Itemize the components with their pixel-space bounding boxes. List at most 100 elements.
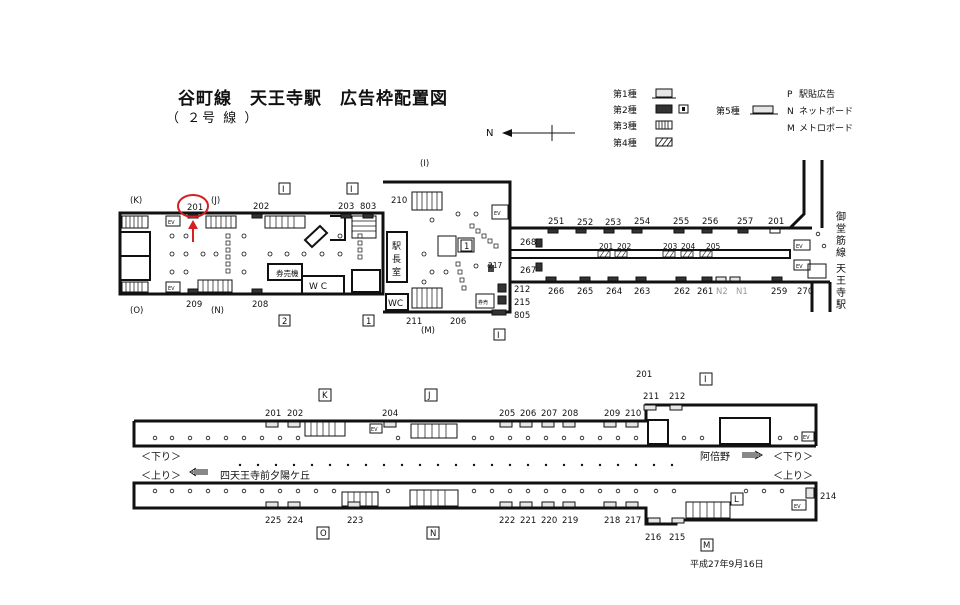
direction-station-right: 阿倍野 <box>700 450 730 463</box>
svg-text:216: 216 <box>645 533 661 543</box>
svg-text:268: 268 <box>520 238 536 248</box>
svg-text:203: 203 <box>663 242 678 251</box>
svg-text:205: 205 <box>499 409 515 419</box>
svg-text:264: 264 <box>606 287 622 297</box>
svg-text:215: 215 <box>669 533 685 543</box>
direction-station-left: 四天王寺前夕陽ケ丘 <box>220 469 310 482</box>
legend-type2-swatch <box>655 104 673 114</box>
svg-text:EV: EV <box>168 286 175 292</box>
highlight-marker <box>177 194 209 242</box>
wc-label-1: W C <box>309 282 327 292</box>
legend-type5: 第5種 <box>716 105 740 117</box>
svg-text:251: 251 <box>548 217 564 227</box>
arrow-left-icon <box>189 467 208 477</box>
svg-text:メトロボード: メトロボード <box>799 123 853 134</box>
svg-text:N2: N2 <box>716 287 728 297</box>
svg-text:EV: EV <box>794 504 801 510</box>
svg-text:206: 206 <box>520 409 536 419</box>
svg-text:219: 219 <box>562 516 578 526</box>
svg-text:224: 224 <box>287 516 303 526</box>
svg-text:205: 205 <box>706 242 721 251</box>
legend-type5-swatch <box>752 105 774 114</box>
legend-type4: 第4種 <box>613 137 637 149</box>
svg-text:212: 212 <box>669 392 685 402</box>
svg-text:室: 室 <box>392 266 401 278</box>
svg-text:207: 207 <box>541 409 557 419</box>
svg-text:201: 201 <box>265 409 281 419</box>
svg-text:2: 2 <box>282 317 287 327</box>
svg-text:212: 212 <box>514 285 530 295</box>
svg-text:259: 259 <box>771 287 787 297</box>
svg-text:214: 214 <box>820 492 836 502</box>
svg-text:266: 266 <box>548 287 564 297</box>
svg-text:217: 217 <box>625 516 641 526</box>
svg-text:(I): (I) <box>420 159 429 169</box>
svg-text:王: 王 <box>836 276 846 287</box>
svg-text:211: 211 <box>643 392 659 402</box>
platform-plan: EV EV EV <box>132 370 836 552</box>
svg-text:1: 1 <box>464 242 469 252</box>
svg-text:265: 265 <box>577 287 593 297</box>
svg-text:EV: EV <box>168 220 175 226</box>
concourse-plan: 券売機 W C EV EV 駅 長 室 WC <box>118 159 846 341</box>
svg-text:N: N <box>787 107 794 117</box>
svg-text:262: 262 <box>674 287 690 297</box>
map-subtitle: （ ２号 線 ） <box>166 110 259 126</box>
svg-text:EV: EV <box>494 211 501 217</box>
concourse-ads <box>187 213 783 316</box>
arrow-up-icon <box>188 220 198 229</box>
svg-text:261: 261 <box>697 287 713 297</box>
svg-text:(O): (O) <box>130 306 143 316</box>
svg-text:223: 223 <box>347 516 363 526</box>
svg-text:257: 257 <box>737 217 753 227</box>
svg-text:ネットボード: ネットボード <box>799 106 853 117</box>
svg-text:L: L <box>734 495 739 505</box>
svg-text:(M): (M) <box>421 326 435 336</box>
svg-text:EV: EV <box>796 244 803 250</box>
revision-date: 平成27年9月16日 <box>690 558 764 570</box>
svg-text:K: K <box>322 391 328 401</box>
svg-text:206: 206 <box>450 317 466 327</box>
svg-text:駅貼広告: 駅貼広告 <box>799 88 835 100</box>
svg-text:券売機: 券売機 <box>276 268 299 278</box>
arrow-right-icon <box>742 450 764 460</box>
wc-label-2: WC <box>388 299 403 309</box>
svg-text:駅: 駅 <box>392 241 401 252</box>
svg-text:254: 254 <box>634 217 650 227</box>
svg-text:御: 御 <box>836 210 846 223</box>
svg-text:1: 1 <box>366 317 371 327</box>
svg-text:EV: EV <box>371 427 378 433</box>
svg-text:208: 208 <box>562 409 578 419</box>
svg-text:203: 203 <box>338 202 354 212</box>
svg-text:I: I <box>282 185 285 195</box>
platform-pillars-bottom <box>152 488 785 494</box>
svg-text:P: P <box>787 90 793 100</box>
svg-text:I: I <box>350 185 353 195</box>
svg-text:805: 805 <box>514 311 530 321</box>
svg-text:201: 201 <box>768 217 784 227</box>
svg-text:252: 252 <box>577 218 593 228</box>
svg-text:211: 211 <box>406 317 422 327</box>
north-arrow-icon: N <box>486 125 575 141</box>
svg-text:J: J <box>427 391 431 401</box>
svg-text:209: 209 <box>604 409 620 419</box>
svg-text:＜下り＞: ＜下り＞ <box>141 451 181 463</box>
svg-text:255: 255 <box>673 217 689 227</box>
midosuji-label: 御 堂 筋 線 <box>836 210 846 259</box>
legend-type3: 第3種 <box>613 120 637 132</box>
svg-text:堂: 堂 <box>836 223 846 235</box>
svg-text:210: 210 <box>391 196 407 206</box>
svg-text:218: 218 <box>604 516 620 526</box>
svg-text:＜上り＞: ＜上り＞ <box>773 470 813 482</box>
concourse-exit-boxes: I I 2 1 1 I <box>278 182 506 341</box>
legend-type1: 第1種 <box>613 88 637 100</box>
svg-text:(N): (N) <box>211 306 224 316</box>
platform-ads <box>265 404 815 524</box>
svg-text:209: 209 <box>186 300 202 310</box>
svg-text:201: 201 <box>599 242 614 251</box>
svg-text:225: 225 <box>265 516 281 526</box>
svg-text:208: 208 <box>252 300 268 310</box>
legend: 第1種 第2種 第3種 第4種 第5種 P 駅貼広告 N ネットボード M メト… <box>613 88 853 149</box>
svg-text:803: 803 <box>360 202 376 212</box>
svg-text:(J): (J) <box>211 196 220 206</box>
